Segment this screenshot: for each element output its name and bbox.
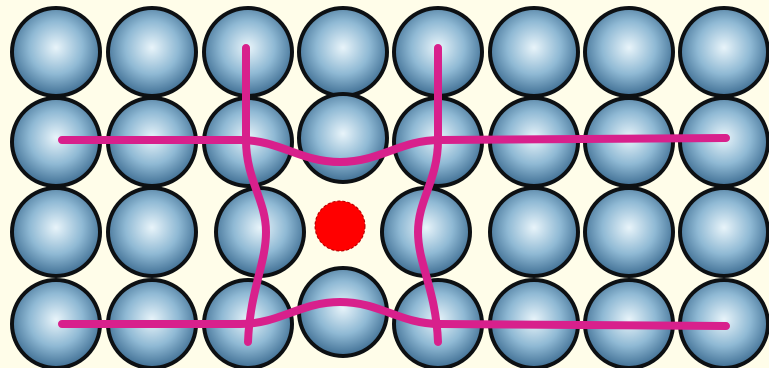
host-atom xyxy=(108,188,196,276)
host-atom xyxy=(108,8,196,96)
host-atom xyxy=(12,8,100,96)
host-atom xyxy=(585,188,673,276)
host-atom xyxy=(12,188,100,276)
host-atom xyxy=(680,188,768,276)
host-atom xyxy=(490,8,578,96)
host-atom xyxy=(585,8,673,96)
interstitial-atom xyxy=(315,201,365,251)
host-atom xyxy=(299,8,387,96)
host-atom xyxy=(680,8,768,96)
host-atom xyxy=(490,188,578,276)
host-atom xyxy=(299,268,387,356)
host-atom xyxy=(299,94,387,182)
